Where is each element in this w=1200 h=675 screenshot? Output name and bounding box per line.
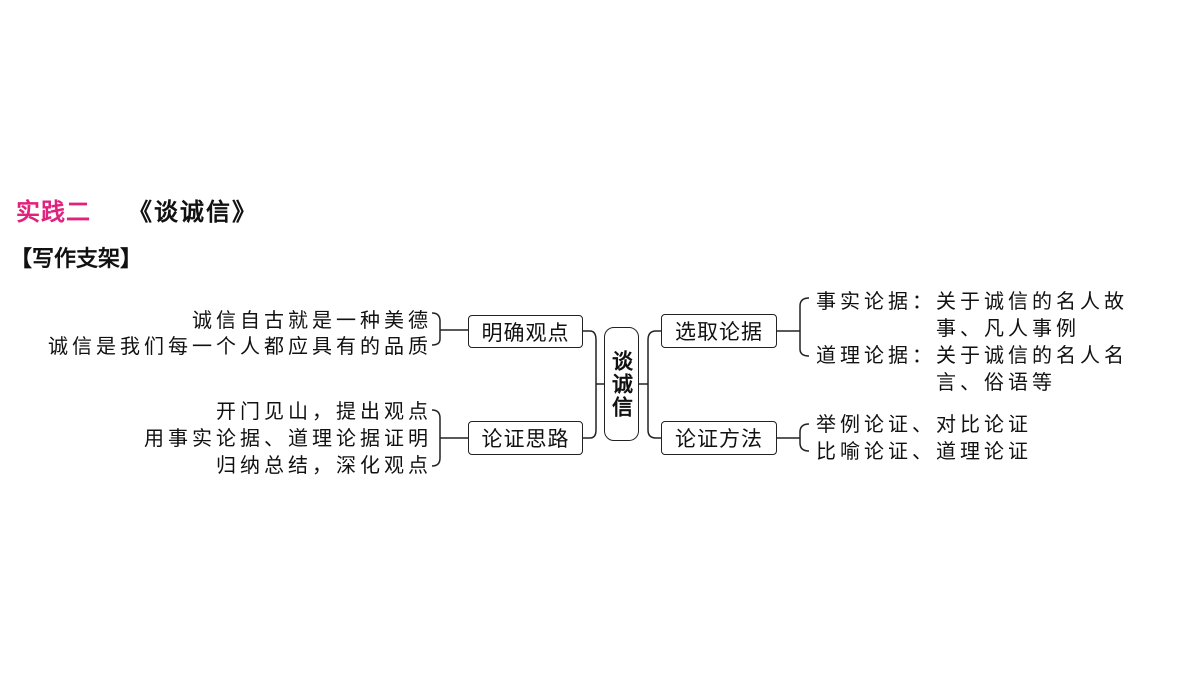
connector-brace-left-2 (431, 409, 441, 467)
evidence-item-factual: 事实论据：关于诚信的名人故 (816, 288, 1128, 314)
section-label: 实践二 (16, 197, 91, 226)
node-clear-viewpoint: 明确观点 (468, 315, 583, 348)
evidence-description-line2: 言、俗语等 (936, 370, 1056, 394)
connector-right-trunk (647, 330, 657, 439)
list-item: 举例论证、对比论证 (816, 412, 1032, 436)
evidence-separator: ： (912, 343, 936, 367)
connector-brace-right-1 (799, 297, 810, 357)
evidence-description-line2: 事、凡人事例 (936, 316, 1080, 340)
node-center-topic: 谈诚信 (604, 327, 639, 441)
list-item: 比喻论证、道理论证 (816, 439, 1032, 463)
page-title: 《谈诚信》 (128, 197, 258, 226)
list-item: 诚信是我们每一个人都应具有的品质 (48, 334, 432, 358)
writing-support-heading: 【写作支架】 (10, 246, 143, 272)
center-topic-label: 谈诚信 (609, 349, 635, 419)
list-item: 归纳总结，深化观点 (216, 453, 432, 477)
list-item: 诚信自古就是一种美德 (192, 308, 432, 332)
evidence-description-line1: 关于诚信的名人故 (936, 289, 1128, 313)
node-argument-methods: 论证方法 (661, 421, 777, 455)
evidence-item-reasoning: 道理论据：关于诚信的名人名 (816, 342, 1128, 368)
evidence-separator: ： (912, 289, 936, 313)
connector-brace-right-2 (799, 423, 810, 452)
node-argument-approach: 论证思路 (468, 421, 583, 455)
list-item: 开门见山，提出观点 (216, 399, 432, 423)
node-select-evidence: 选取论据 (661, 314, 777, 348)
evidence-type-label: 事实论据 (816, 289, 912, 313)
evidence-description-line1: 关于诚信的名人名 (936, 343, 1128, 367)
connector-brace-left-1 (431, 312, 441, 346)
evidence-type-label: 道理论据 (816, 343, 912, 367)
connector-left-trunk (589, 330, 597, 439)
list-item: 用事实论据、道理论据证明 (144, 426, 432, 450)
